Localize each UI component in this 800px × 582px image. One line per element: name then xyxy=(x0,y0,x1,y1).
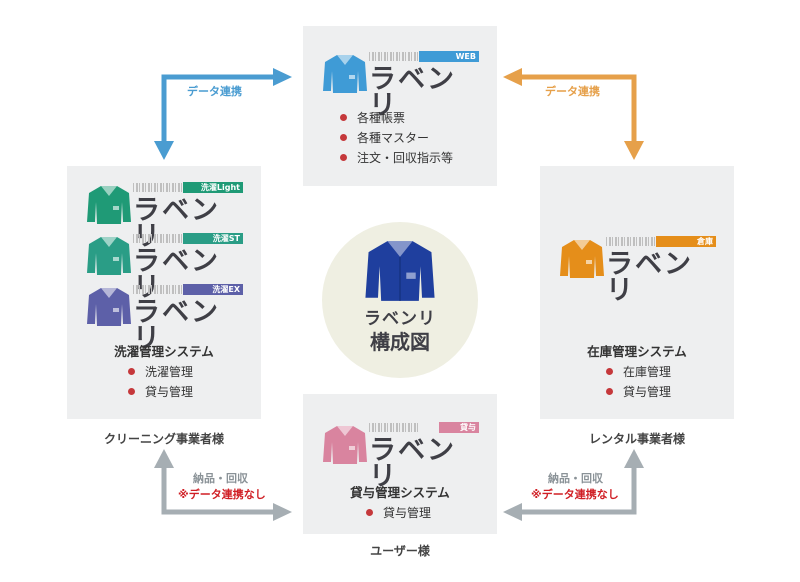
arrowhead-left-bottom-up xyxy=(154,449,174,468)
arrowhead-right-top-left xyxy=(503,68,522,86)
jacket-icon xyxy=(323,426,367,464)
arrowhead-left-top-right xyxy=(273,68,292,86)
rental-caption: レンタル事業者様 xyxy=(588,432,685,446)
rental-system-name: 在庫管理システム xyxy=(587,344,687,359)
web-brand: ラベンリ xyxy=(369,64,456,121)
jacket-icon xyxy=(560,240,604,278)
list-item: 貸与管理 xyxy=(128,382,193,402)
rental-feature-list: 在庫管理 貸与管理 xyxy=(606,362,671,402)
arrow-data-link-left xyxy=(161,74,275,143)
cleaning-logo-light: 洗濯Light ラベンリ xyxy=(87,182,243,250)
cleaning-system-name: 洗濯管理システム xyxy=(114,344,214,359)
bullet-icon xyxy=(128,368,135,375)
user-feature-list: 貸与管理 xyxy=(366,503,431,523)
arrowhead-left-top-down xyxy=(154,141,174,160)
label-delivery-left: 納品・回収 xyxy=(193,472,248,485)
cleaning-caption: クリーニング事業者様 xyxy=(103,432,224,446)
cleaning-st-tag: 洗濯ST xyxy=(183,233,243,244)
user-tag: 貸与 xyxy=(439,422,479,433)
label-delivery-right: 納品・回収 xyxy=(548,472,603,485)
web-logo: WEB ラベンリ xyxy=(323,51,479,119)
list-item: 注文・回収指示等 xyxy=(340,148,453,168)
bullet-icon xyxy=(128,388,135,395)
rental-barcode xyxy=(606,237,656,246)
cleaning-logo-st: 洗濯ST ラベンリ xyxy=(87,233,243,301)
cleaning-ex-brand: ラベンリ xyxy=(133,297,220,354)
label-no-data-link-left: ※データ連携なし xyxy=(178,488,266,501)
cleaning-feature-list: 洗濯管理 貸与管理 xyxy=(128,362,193,402)
jacket-icon xyxy=(87,288,131,326)
bullet-icon xyxy=(606,388,613,395)
web-tag: WEB xyxy=(419,51,479,62)
user-caption: ユーザー様 xyxy=(370,544,430,558)
center-brand: ラベンリ xyxy=(364,309,436,329)
rental-brand: ラベンリ xyxy=(606,249,693,306)
web-system-box: WEB ラベンリ 各種帳票 各種マスター 注文・回収指示等 xyxy=(303,26,497,186)
bullet-icon xyxy=(340,134,347,141)
bullet-icon xyxy=(606,368,613,375)
web-barcode xyxy=(369,52,419,61)
cleaning-ex-tag: 洗濯EX xyxy=(183,284,243,295)
arrow-data-link-right xyxy=(520,74,637,143)
arrowhead-right-top-down xyxy=(624,141,644,160)
web-feature-list: 各種帳票 各種マスター 注文・回収指示等 xyxy=(340,108,453,168)
rental-tag: 倉庫 xyxy=(656,236,716,247)
cleaning-ex-barcode xyxy=(133,285,183,294)
cleaning-light-barcode xyxy=(133,183,183,192)
bullet-icon xyxy=(340,114,347,121)
user-logo: 貸与 ラベンリ xyxy=(323,422,479,490)
label-no-data-link-right: ※データ連携なし xyxy=(531,488,619,501)
user-brand: ラベンリ xyxy=(369,435,456,492)
cleaning-light-tag: 洗濯Light xyxy=(183,182,243,193)
label-data-link-left: データ連携 xyxy=(187,85,242,98)
list-item: 各種マスター xyxy=(340,128,453,148)
user-barcode xyxy=(369,423,419,432)
jacket-icon xyxy=(87,186,131,224)
jacket-icon xyxy=(87,237,131,275)
center-emblem: ラベンリ 構成図 xyxy=(322,222,478,378)
user-system-box: 貸与 ラベンリ 貸与管理システム 貸与管理 xyxy=(303,394,497,534)
list-item: 貸与管理 xyxy=(366,503,431,523)
cleaning-system-box: 洗濯Light ラベンリ 洗濯ST ラベンリ 洗濯EX ラベンリ 洗濯管理システ… xyxy=(67,166,261,419)
cleaning-st-barcode xyxy=(133,234,183,243)
rental-system-box: 倉庫 ラベンリ 在庫管理システム 在庫管理 貸与管理 xyxy=(540,166,734,419)
center-title: 構成図 xyxy=(370,330,430,354)
jacket-icon xyxy=(365,241,435,301)
arrowhead-right-bottom-up xyxy=(624,449,644,468)
jacket-icon xyxy=(323,55,367,93)
list-item: 貸与管理 xyxy=(606,382,671,402)
bullet-icon xyxy=(340,154,347,161)
arrow-delivery-left xyxy=(161,466,275,515)
arrowhead-right-bottom-left xyxy=(503,503,522,521)
list-item: 洗濯管理 xyxy=(128,362,193,382)
arrow-delivery-right xyxy=(520,466,637,515)
label-data-link-right: データ連携 xyxy=(545,85,600,98)
cleaning-logo-ex: 洗濯EX ラベンリ xyxy=(87,284,243,352)
arrowhead-left-bottom-right xyxy=(273,503,292,521)
rental-logo: 倉庫 ラベンリ xyxy=(560,236,716,304)
list-item: 在庫管理 xyxy=(606,362,671,382)
user-system-name: 貸与管理システム xyxy=(350,485,450,500)
list-item: 各種帳票 xyxy=(340,108,453,128)
bullet-icon xyxy=(366,509,373,516)
